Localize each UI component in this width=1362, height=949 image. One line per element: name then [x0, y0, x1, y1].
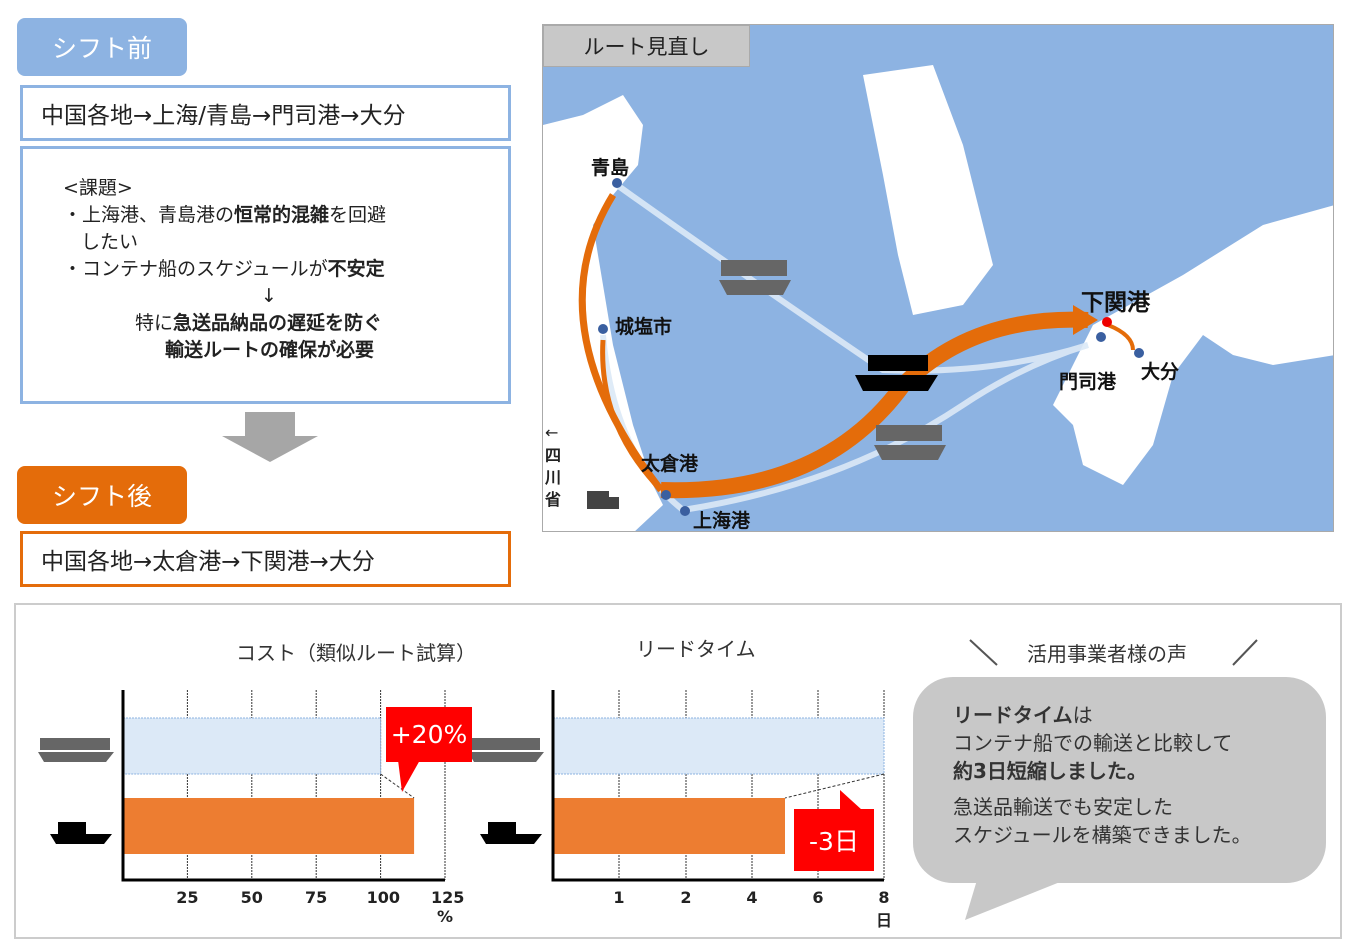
bar-container-ship	[122, 717, 382, 775]
tick-label: 125 %	[431, 888, 465, 926]
tick-label: 6	[812, 888, 824, 907]
bar-ferry	[553, 798, 785, 854]
label-qingdao: 青島	[591, 157, 630, 179]
issue-2: ・コンテナ船のスケジュールが不安定	[63, 256, 508, 283]
voice-bubble: リードタイムは コンテナ船での輸送と比較して 約3日短縮しました。 急送品輸送で…	[913, 677, 1326, 883]
tick-label: 4	[746, 888, 758, 907]
conclusion-2: 輸送ルートの確保が必要	[165, 339, 375, 361]
diff-line	[380, 773, 415, 799]
before-tag: シフト前	[17, 18, 187, 76]
map-title: ルート見直し	[543, 25, 750, 67]
cost-chart-title: コスト（類似ルート試算）	[236, 641, 476, 665]
t: 急送品輸送でも安定した	[953, 795, 1173, 819]
label-sichuan: 四川省	[545, 446, 562, 509]
map-graphic	[543, 65, 1333, 531]
label-chengshi: 城塩市	[615, 316, 673, 338]
tick-label: 1	[613, 888, 625, 907]
t: 恒常的混雑	[234, 204, 330, 226]
ferry-icon	[480, 834, 542, 844]
tick-label: 100	[366, 888, 400, 907]
ferry-icon	[58, 822, 86, 834]
after-route: 中国各地→太倉港→下関港→大分	[20, 531, 511, 587]
t: 約3日短縮しました。	[953, 759, 1147, 783]
container-ship-icon	[470, 738, 540, 750]
t: 不安定	[327, 258, 385, 280]
charts	[38, 690, 885, 882]
bar-container-ship	[552, 717, 885, 775]
tick-label: 8 日	[875, 888, 892, 930]
tick-label: 2	[680, 888, 692, 907]
truck-icon	[587, 491, 619, 509]
diff-line	[784, 773, 885, 799]
t: 急送品納品の遅延を防ぐ	[173, 312, 383, 334]
ferry-icon	[855, 355, 938, 391]
route-map: ルート見直し 青島 城塩市 太倉港 上海港 下関港 門司港 大分 ← 四川省	[542, 24, 1334, 532]
label-taicang: 太倉港	[641, 453, 699, 475]
conclusion: 特に急送品納品の遅延を防ぐ	[63, 310, 508, 337]
label-moji: 門司港	[1059, 371, 1117, 393]
t: ・コンテナ船のスケジュールが	[63, 258, 328, 280]
issues-heading: <課題>	[63, 177, 133, 199]
issue-1-cont: したい	[81, 231, 139, 253]
issues-box: <課題> ・上海港、青島港の恒常的混雑を回避 したい ・コンテナ船のスケジュール…	[20, 146, 511, 404]
t: リードタイム	[953, 703, 1073, 727]
t: は	[1072, 703, 1093, 727]
container-ship-icon	[719, 260, 946, 460]
t: 特に	[135, 312, 174, 334]
axis	[121, 690, 445, 882]
cost-callout-tail	[398, 760, 420, 792]
before-route: 中国各地→上海/青島→門司港→大分	[20, 85, 511, 141]
label-shanghai: 上海港	[693, 510, 751, 532]
voice-title: 活用事業者様の声	[1027, 642, 1187, 666]
leadtime-callout: -3日	[794, 809, 874, 871]
t: コンテナ船での輸送と比較して	[953, 731, 1233, 755]
ferry-icon	[488, 822, 516, 834]
port-dots	[598, 178, 1144, 516]
shift-arrow-icon	[222, 412, 318, 462]
label-shimonoseki: 下関港	[1081, 290, 1150, 316]
leadtime-callout-tail	[840, 790, 862, 810]
tick-label: 75	[305, 888, 328, 907]
sichuan-arrow: ←	[545, 423, 559, 442]
t: ・上海港、青島港の	[63, 204, 235, 226]
voice-title-lines	[969, 639, 1258, 666]
t: スケジュールを構築できました。	[953, 823, 1252, 847]
container-ship-icon	[38, 752, 114, 762]
down-arrow: ↓	[261, 285, 277, 307]
bar-ferry	[123, 798, 415, 854]
t: を回避	[329, 204, 387, 226]
leadtime-chart-title: リードタイム	[636, 637, 756, 661]
ferry-icon	[50, 834, 112, 844]
tick-label: 25	[176, 888, 199, 907]
axis	[551, 690, 884, 882]
cost-callout: +20%	[386, 707, 472, 762]
issue-1: ・上海港、青島港の恒常的混雑を回避	[63, 202, 508, 229]
label-oita: 大分	[1141, 361, 1180, 383]
container-ship-icon	[40, 738, 110, 750]
after-tag: シフト後	[17, 466, 187, 524]
tick-label: 50	[240, 888, 263, 907]
container-ship-icon	[468, 752, 544, 762]
